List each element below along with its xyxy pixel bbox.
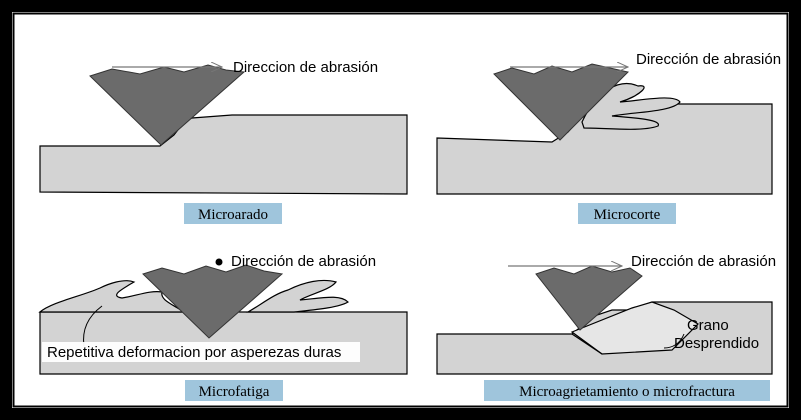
abrasive-particle — [142, 264, 284, 339]
annotation-text: Repetitiva deformacion por asperezas dur… — [47, 344, 341, 361]
annotation-bg — [42, 342, 360, 362]
caption-box — [484, 380, 770, 401]
direction-label: Dirección de abrasión — [631, 253, 776, 270]
crack-line — [571, 333, 603, 355]
caption-microfatiga: Microfatiga — [199, 384, 270, 400]
abrasion-mechanisms-diagram: Direccion de abrasión Microarado Direcci… — [12, 12, 789, 408]
annotation-leader — [663, 333, 685, 349]
caption-microarado: Microarado — [198, 207, 268, 223]
abrasive-particle — [535, 265, 643, 331]
direction-label: Direccion de abrasión — [233, 59, 378, 76]
caption-box — [578, 203, 676, 224]
caption-microfractura: Microagrietamiento o microfractura — [519, 384, 735, 400]
caption-microcorte: Microcorte — [594, 207, 661, 223]
right-deformation-lip — [245, 279, 349, 313]
abrasive-particle — [89, 64, 246, 146]
annotation-line1: Grano — [687, 317, 729, 334]
panel-microfractura: Dirección de abrasión Grano Desprendido … — [436, 253, 776, 401]
direction-label: Dirección de abrasión — [231, 253, 376, 270]
detached-grain — [570, 301, 699, 355]
panel-microcorte: Dirección de abrasión Microcorte — [436, 51, 781, 224]
annotation-line2: Desprendido — [674, 335, 759, 352]
surface-block — [39, 114, 408, 195]
direction-label: Dirección de abrasión — [636, 51, 781, 68]
left-deformation-lip — [38, 280, 186, 313]
panel-microarado: Direccion de abrasión Microarado — [39, 59, 408, 224]
direction-bullet — [215, 258, 223, 266]
chip-curls — [581, 83, 681, 130]
abrasive-particle — [493, 63, 629, 141]
caption-box — [185, 380, 283, 401]
caption-box — [184, 203, 282, 224]
panel-microfatiga: Dirección de abrasión Repetitiva deforma… — [38, 253, 408, 401]
figure-frame: Direccion de abrasión Microarado Direcci… — [12, 12, 789, 408]
figure-border — [12, 12, 789, 408]
